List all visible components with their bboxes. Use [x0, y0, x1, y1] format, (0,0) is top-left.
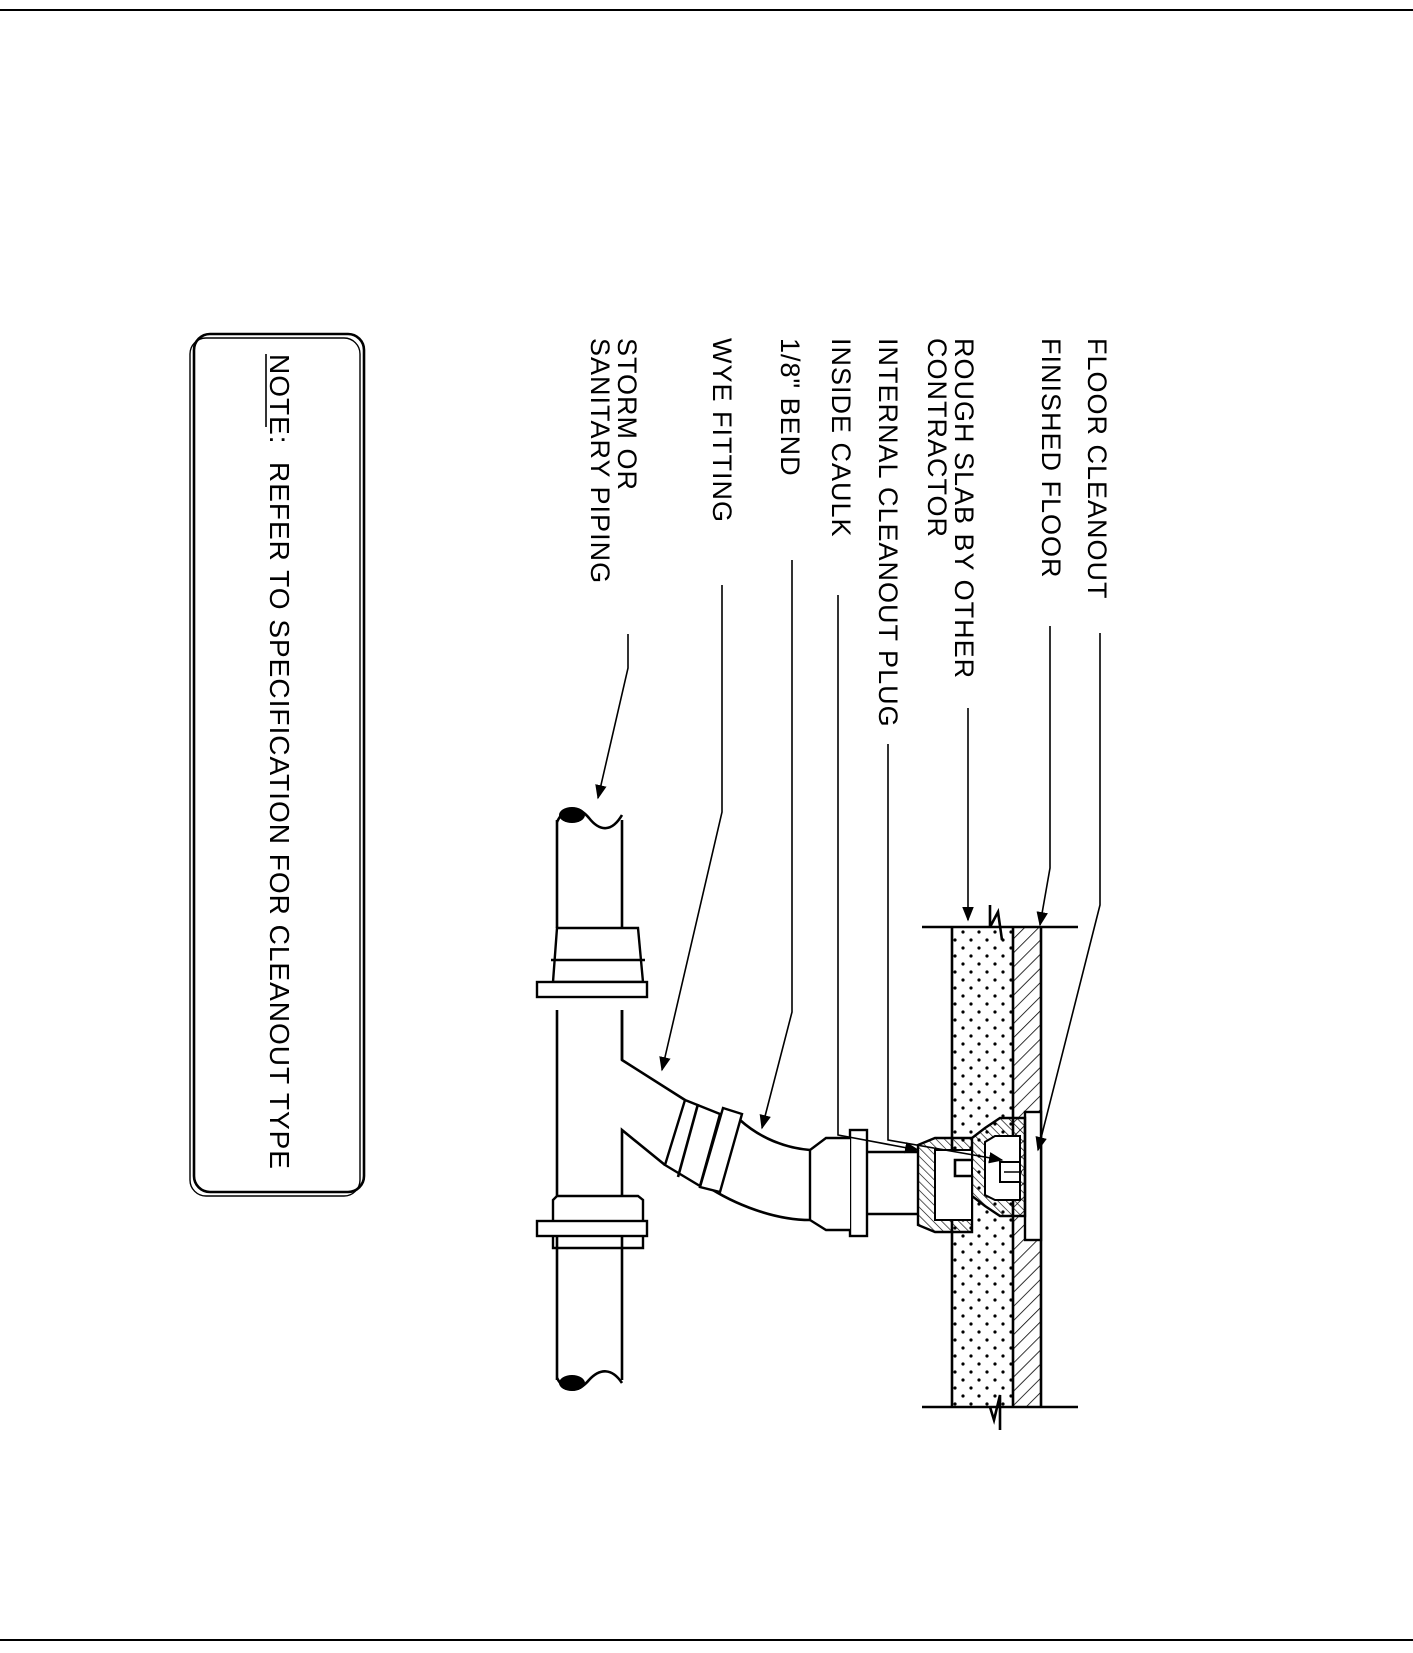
eighth-bend	[663, 1098, 811, 1222]
cleanout-body	[916, 1110, 1043, 1242]
label-internal-cleanout-plug: INTERNAL CLEANOUT PLUG	[873, 338, 903, 728]
label-floor-cleanout: FLOOR CLEANOUT	[1082, 338, 1112, 600]
label-finished-floor: FINISHED FLOOR	[1036, 338, 1066, 579]
label-eighth-bend: 1/8" BEND	[775, 338, 805, 477]
wye-fitting	[555, 1010, 686, 1196]
label-inside-caulk: INSIDE CAULK	[826, 338, 856, 538]
note-prefix: NOTE:	[264, 354, 295, 445]
leader-lines	[595, 560, 1101, 1164]
note-box: NOTE: REFER TO SPECIFICATION FOR CLEANOU…	[189, 332, 366, 1197]
label-piping-line1: STORM OR	[612, 338, 642, 491]
vertical-pipe	[808, 1128, 918, 1238]
label-piping-line2: SANITARY PIPING	[585, 338, 615, 584]
horizontal-pipe	[535, 807, 649, 1391]
label-rough-slab-line1: ROUGH SLAB BY OTHER	[949, 338, 979, 679]
callout-labels: FLOOR CLEANOUT FINISHED FLOOR ROUGH SLAB…	[585, 338, 1112, 728]
note-text: REFER TO SPECIFICATION FOR CLEANOUT TYPE	[264, 462, 295, 1170]
label-rough-slab-line2: CONTRACTOR	[922, 338, 952, 538]
label-wye-fitting: WYE FITTING	[707, 338, 737, 523]
